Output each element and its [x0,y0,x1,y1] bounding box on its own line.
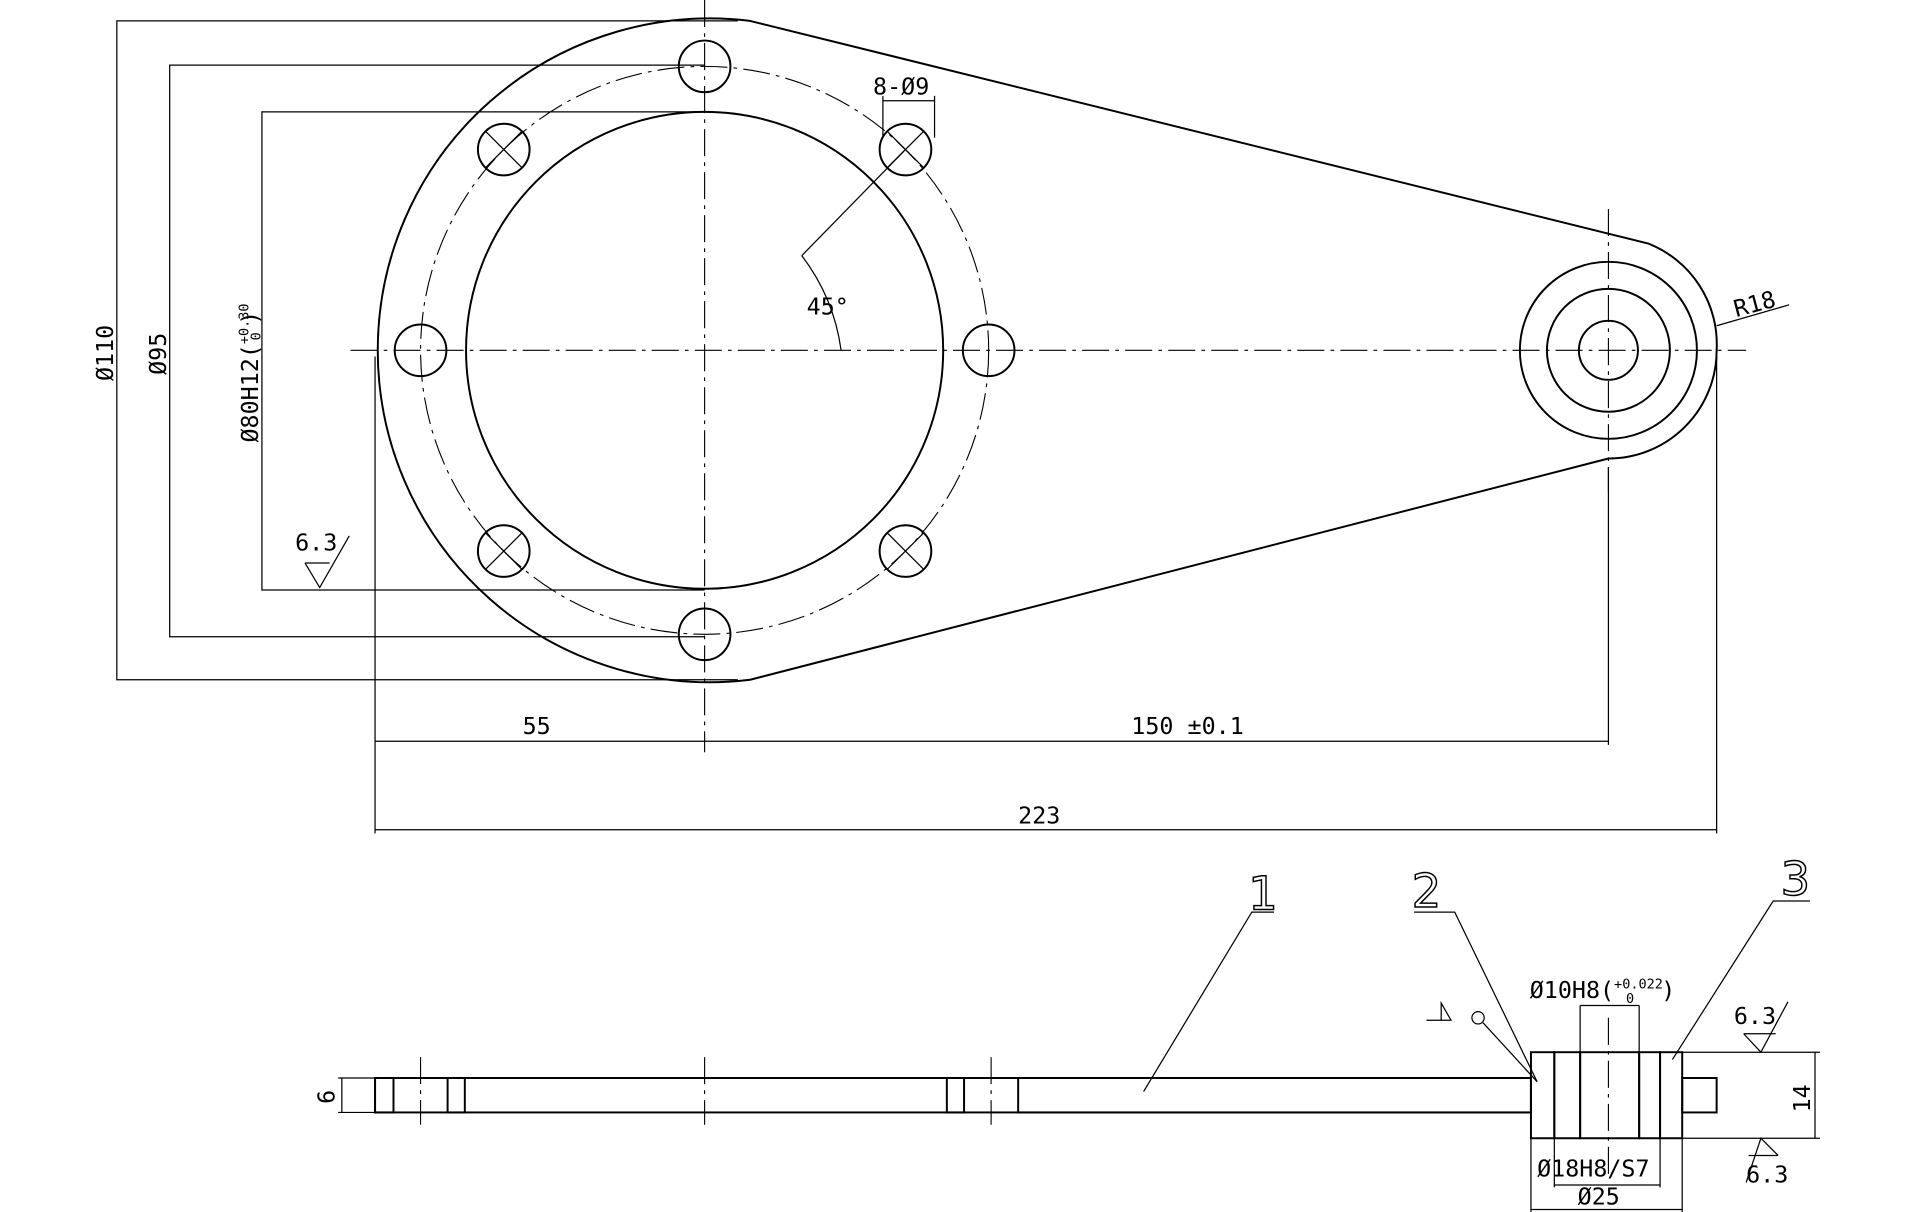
roughness-bottom: 6.3 [1745,1137,1788,1189]
bore-tol-lower: 0 [249,332,265,340]
sleeve-right [1638,1051,1662,1140]
roughness-symbol: 6.3 [295,529,350,589]
bush-outer-text: Ø25 [1578,1183,1620,1211]
bush-bore [1579,1051,1641,1140]
bush-bore-text: Ø10H8( [1530,976,1614,1004]
front-view: Ø110 Ø95 Ø80H12(+0.300) 8-Ø9 45° R18 6.3 [91,0,1790,834]
balloon-1: 1 [1248,868,1278,922]
svg-text:6.3: 6.3 [295,529,337,557]
angle-label: 45° [807,293,849,321]
svg-text:Ø80H12(+0.300): Ø80H12(+0.300) [236,303,264,442]
holes-label: 8-Ø9 [873,73,929,101]
dim-left-text: 55 [523,712,551,740]
hatch-flange-3 [945,1077,966,1114]
hole-cross-mark [886,532,925,570]
dim-dia-bore: Ø80H12(+0.300) [236,111,705,591]
hatch-flange-1 [374,1077,395,1114]
svg-text:6.3: 6.3 [1746,1161,1788,1189]
dim-overall-text: 223 [1018,802,1060,830]
bush-fit-text: Ø18H8/S7 [1537,1154,1649,1182]
dim-dia-outer-text: Ø110 [91,325,119,381]
thickness-text: 6 [312,1090,340,1104]
hatch-arm-right [1681,1077,1718,1114]
bolt-hole [476,122,531,177]
bush-right [1659,1051,1684,1140]
svg-text:6.3: 6.3 [1734,1002,1776,1030]
dim-dia-outer: Ø110 [91,20,738,681]
bolt-hole [878,524,933,578]
bolt-hole [878,122,933,177]
dim-dia-bolt-text: Ø95 [144,333,172,375]
balloon-3: 3 [1781,853,1811,907]
bore-tol-upper: +0.30 [236,303,252,344]
dim-dia-bore-text: Ø80H12( [236,344,264,442]
bush-left [1529,1051,1556,1140]
hatch-flange-2 [446,1077,466,1114]
hatch-arm [1017,1077,1532,1114]
part-outline [376,17,1718,684]
hole-cross-mark [484,130,523,169]
radius-label: R18 [1731,285,1779,323]
dim-center-text: 150 ±0.1 [1131,712,1243,740]
bolt-hole [476,524,531,578]
sleeve-left [1553,1051,1582,1140]
balloon-2: 2 [1412,865,1442,919]
roughness-top: 6.3 [1734,1001,1789,1054]
hole-cross-mark [484,532,523,570]
dim-dia-bolt: Ø95 [144,64,705,638]
bush-tol-upper: +0.022 [1614,976,1663,992]
bush-height-text: 14 [1788,1084,1816,1112]
